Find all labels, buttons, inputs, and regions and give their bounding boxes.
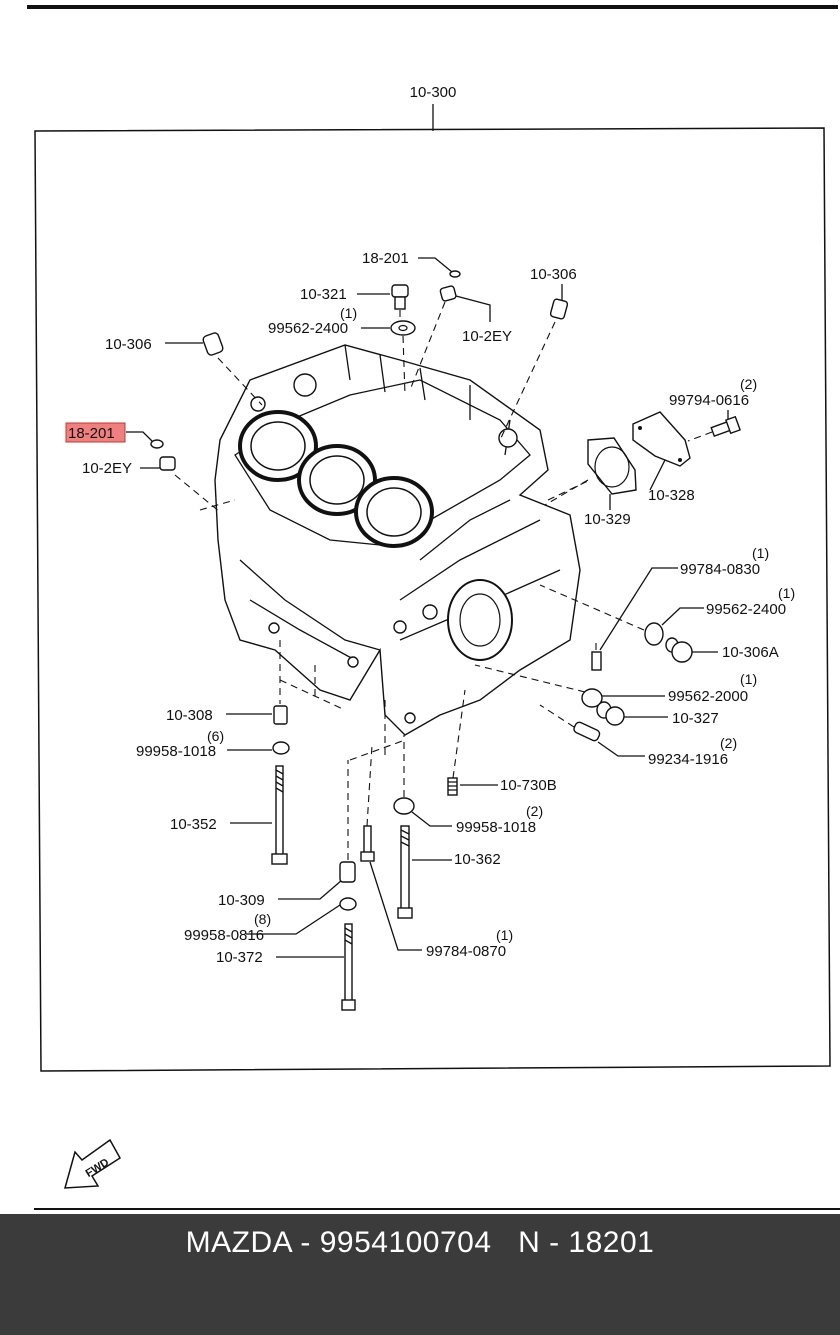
svg-text:(1): (1) xyxy=(740,671,757,687)
svg-text:(8): (8) xyxy=(254,911,271,927)
footer-sep-1: - xyxy=(291,1226,320,1259)
svg-text:10-306: 10-306 xyxy=(530,266,577,283)
svg-text:10-308: 10-308 xyxy=(166,707,213,724)
callout-99562-2000: (1) 99562-2000 xyxy=(474,664,757,708)
svg-text:99234-1916: 99234-1916 xyxy=(648,751,728,768)
svg-text:10-730B: 10-730B xyxy=(500,777,557,794)
callout-10-306a: 10-306A xyxy=(665,637,779,663)
svg-text:(1): (1) xyxy=(496,927,513,943)
svg-text:99562-2400: 99562-2400 xyxy=(268,320,348,337)
svg-text:10-329: 10-329 xyxy=(584,511,631,528)
svg-text:99562-2000: 99562-2000 xyxy=(668,688,748,705)
svg-text:99784-0830: 99784-0830 xyxy=(680,561,760,578)
fwd-arrow-icon: FWD xyxy=(63,1138,121,1189)
svg-text:(1): (1) xyxy=(778,585,795,601)
callout-10-362: 10-362 xyxy=(397,825,501,919)
callout-99562-2400-top: (1) 99562-2400 xyxy=(268,305,416,396)
callout-99958-0816: (8) 99958-0816 xyxy=(184,897,357,944)
callout-99784-0830: (1) 99784-0830 xyxy=(591,545,769,671)
callout-99958-1018-left: (6) 99958-1018 xyxy=(136,728,290,760)
assembly-label: 10-300 xyxy=(410,84,457,101)
callout-10-352: 10-352 xyxy=(170,765,288,865)
footer-part-number: 9954100704 xyxy=(319,1226,492,1259)
alignment-lines xyxy=(199,479,591,761)
footer-brand: MAZDA xyxy=(185,1226,292,1259)
callout-10-730b: 10-730B xyxy=(447,689,557,796)
callout-10-329: 10-329 xyxy=(544,437,637,528)
svg-text:10-321: 10-321 xyxy=(300,286,347,303)
callout-10-306-left: 10-306 xyxy=(105,332,263,406)
svg-text:(2): (2) xyxy=(720,735,737,751)
callout-99794-0616: (2) 99794-0616 xyxy=(669,376,757,442)
svg-text:10-372: 10-372 xyxy=(216,949,263,966)
cylinder-block xyxy=(214,344,581,736)
footer-caption: MAZDA - 9954100704 N - 18201 xyxy=(0,1226,840,1260)
callout-99562-2400-right: (1) 99562-2400 xyxy=(539,584,795,646)
svg-text:(6): (6) xyxy=(207,728,224,744)
callout-99234-1916: (2) 99234-1916 xyxy=(539,704,737,768)
callout-10-372: 10-372 xyxy=(216,923,356,1011)
footer-bar xyxy=(0,1214,840,1335)
footer-sep-2 xyxy=(492,1226,519,1259)
svg-text:10-309: 10-309 xyxy=(218,892,265,909)
callout-99958-1018-right: (2) 99958-1018 xyxy=(393,735,543,836)
svg-text:10-2EY: 10-2EY xyxy=(462,328,512,345)
callout-10-2ey-top: 10-2EY xyxy=(409,285,512,391)
callout-18-201-highlighted: 18-201 xyxy=(65,422,164,449)
svg-text:10-306: 10-306 xyxy=(105,336,152,353)
svg-text:99794-0616: 99794-0616 xyxy=(669,392,749,409)
callout-10-2ey-left: 10-2EY xyxy=(82,456,221,513)
callout-18-201-top: 18-201 xyxy=(362,250,461,278)
callout-10-327: 10-327 xyxy=(596,701,719,727)
svg-text:(2): (2) xyxy=(526,803,543,819)
callout-99784-0870: (1) 99784-0870 xyxy=(360,744,513,960)
svg-text:99562-2400: 99562-2400 xyxy=(706,601,786,618)
svg-text:10-2EY: 10-2EY xyxy=(82,460,132,477)
callout-10-321: 10-321 xyxy=(300,284,409,322)
svg-text:(1): (1) xyxy=(752,545,769,561)
svg-text:10-328: 10-328 xyxy=(648,487,695,504)
svg-text:10-306A: 10-306A xyxy=(722,644,779,661)
assembly-frame xyxy=(34,127,831,1072)
svg-text:99958-1018: 99958-1018 xyxy=(456,819,536,836)
svg-text:99784-0870: 99784-0870 xyxy=(426,943,506,960)
svg-text:10-327: 10-327 xyxy=(672,710,719,727)
svg-text:(1): (1) xyxy=(340,305,357,321)
callout-10-306-top-right: 10-306 xyxy=(499,266,577,441)
svg-text:10-362: 10-362 xyxy=(454,851,501,868)
svg-text:99958-0816: 99958-0816 xyxy=(184,927,264,944)
callout-10-308: 10-308 xyxy=(166,640,288,725)
callout-10-328: 10-328 xyxy=(632,411,695,504)
svg-text:10-352: 10-352 xyxy=(170,816,217,833)
svg-text:99958-1018: 99958-1018 xyxy=(136,743,216,760)
svg-text:18-201: 18-201 xyxy=(68,425,115,442)
footer-ref: N - 18201 xyxy=(518,1226,655,1259)
svg-text:(2): (2) xyxy=(740,376,757,392)
callout-10-309: 10-309 xyxy=(218,760,356,909)
svg-text:18-201: 18-201 xyxy=(362,250,409,267)
